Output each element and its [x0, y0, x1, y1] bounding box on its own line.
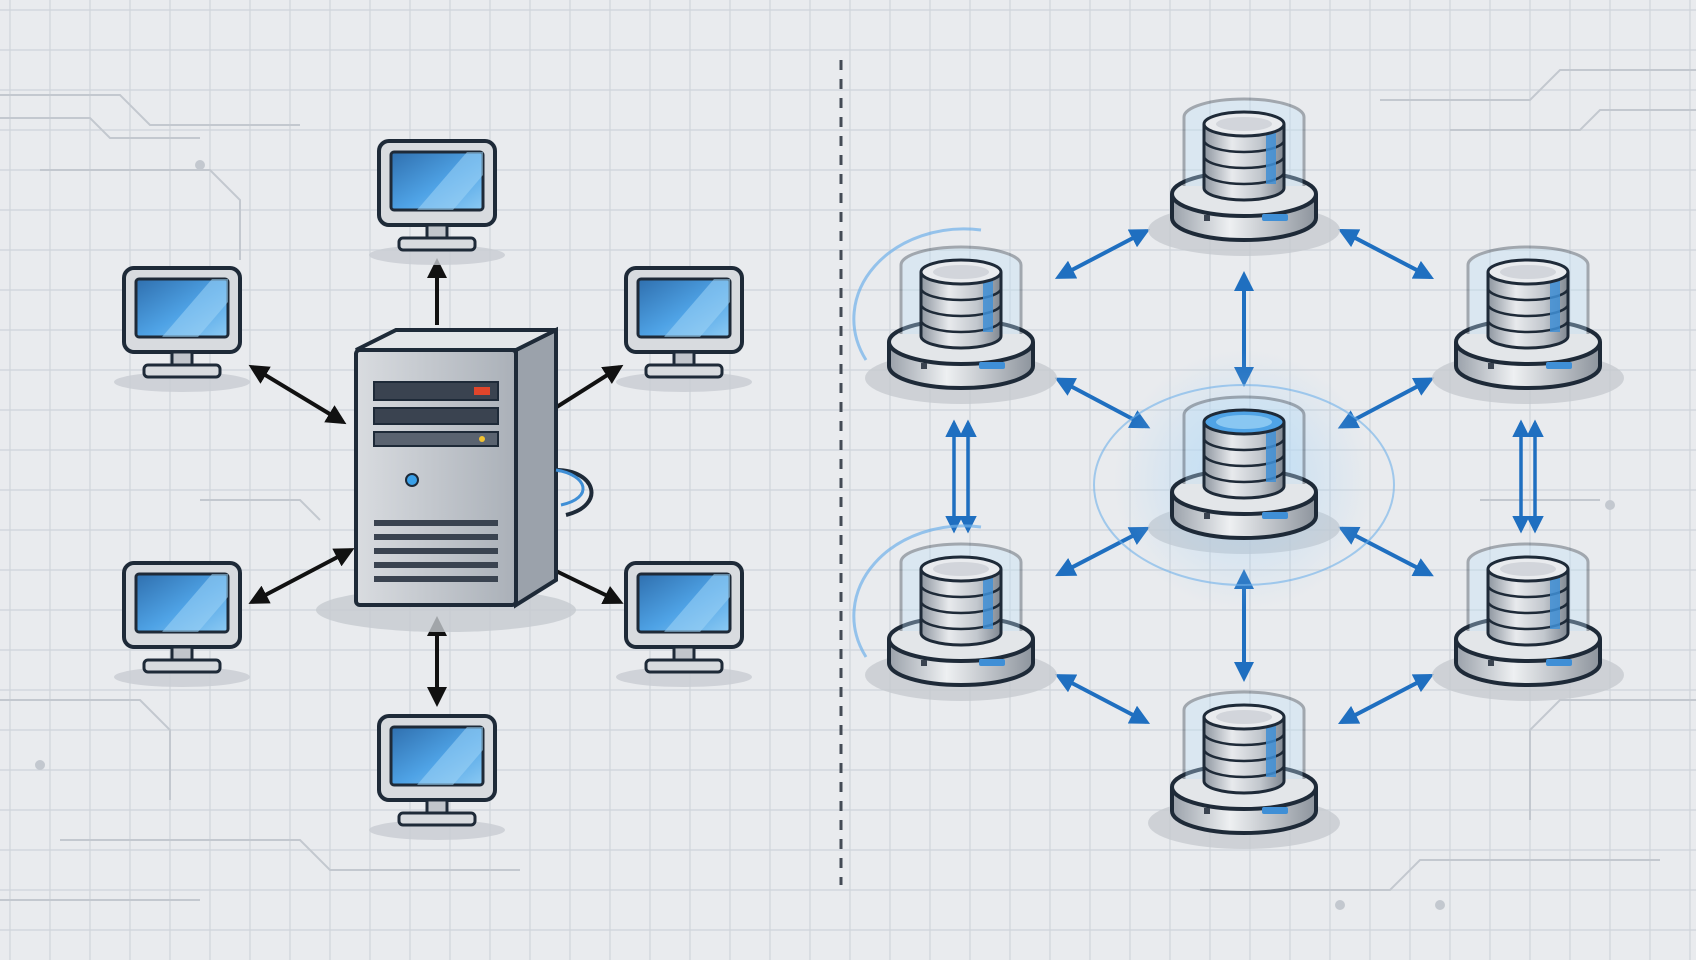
database-node-icon-bottom — [1148, 690, 1340, 849]
peer-link-arrow-top-upper-right — [1338, 228, 1434, 280]
monitor-icon-bottom — [369, 714, 505, 840]
monitor-icon-upper-left — [114, 266, 250, 392]
background-circuit-traces — [0, 69, 1696, 910]
client-link-arrow-upper-left — [248, 364, 347, 425]
database-node-icon-center — [1093, 350, 1395, 610]
monitor-icon-lower-left — [114, 561, 250, 687]
monitor-icon-lower-right — [616, 561, 752, 687]
monitor-icon-top — [369, 139, 505, 265]
database-node-icon-top — [1148, 97, 1340, 256]
signal-arc-1 — [852, 524, 982, 658]
database-node-icon-lower-left — [865, 542, 1057, 701]
signal-arc-0 — [852, 227, 982, 361]
database-node-icon-upper-right — [1432, 245, 1624, 404]
peer-link-arrow-lower-left-bottom — [1054, 674, 1151, 724]
server-tower-icon — [316, 326, 594, 632]
client-link-arrow-lower-left — [248, 548, 355, 604]
peer-link-arrow-lower-right-bottom — [1338, 673, 1434, 725]
peer-link-arrow-upper-left-top — [1054, 229, 1151, 279]
database-node-icon-upper-left — [865, 245, 1057, 404]
peer-to-peer-panel — [852, 97, 1624, 849]
monitor-icon-upper-right — [616, 266, 752, 392]
client-server-panel — [114, 139, 752, 840]
database-node-icon-lower-right — [1432, 542, 1624, 701]
